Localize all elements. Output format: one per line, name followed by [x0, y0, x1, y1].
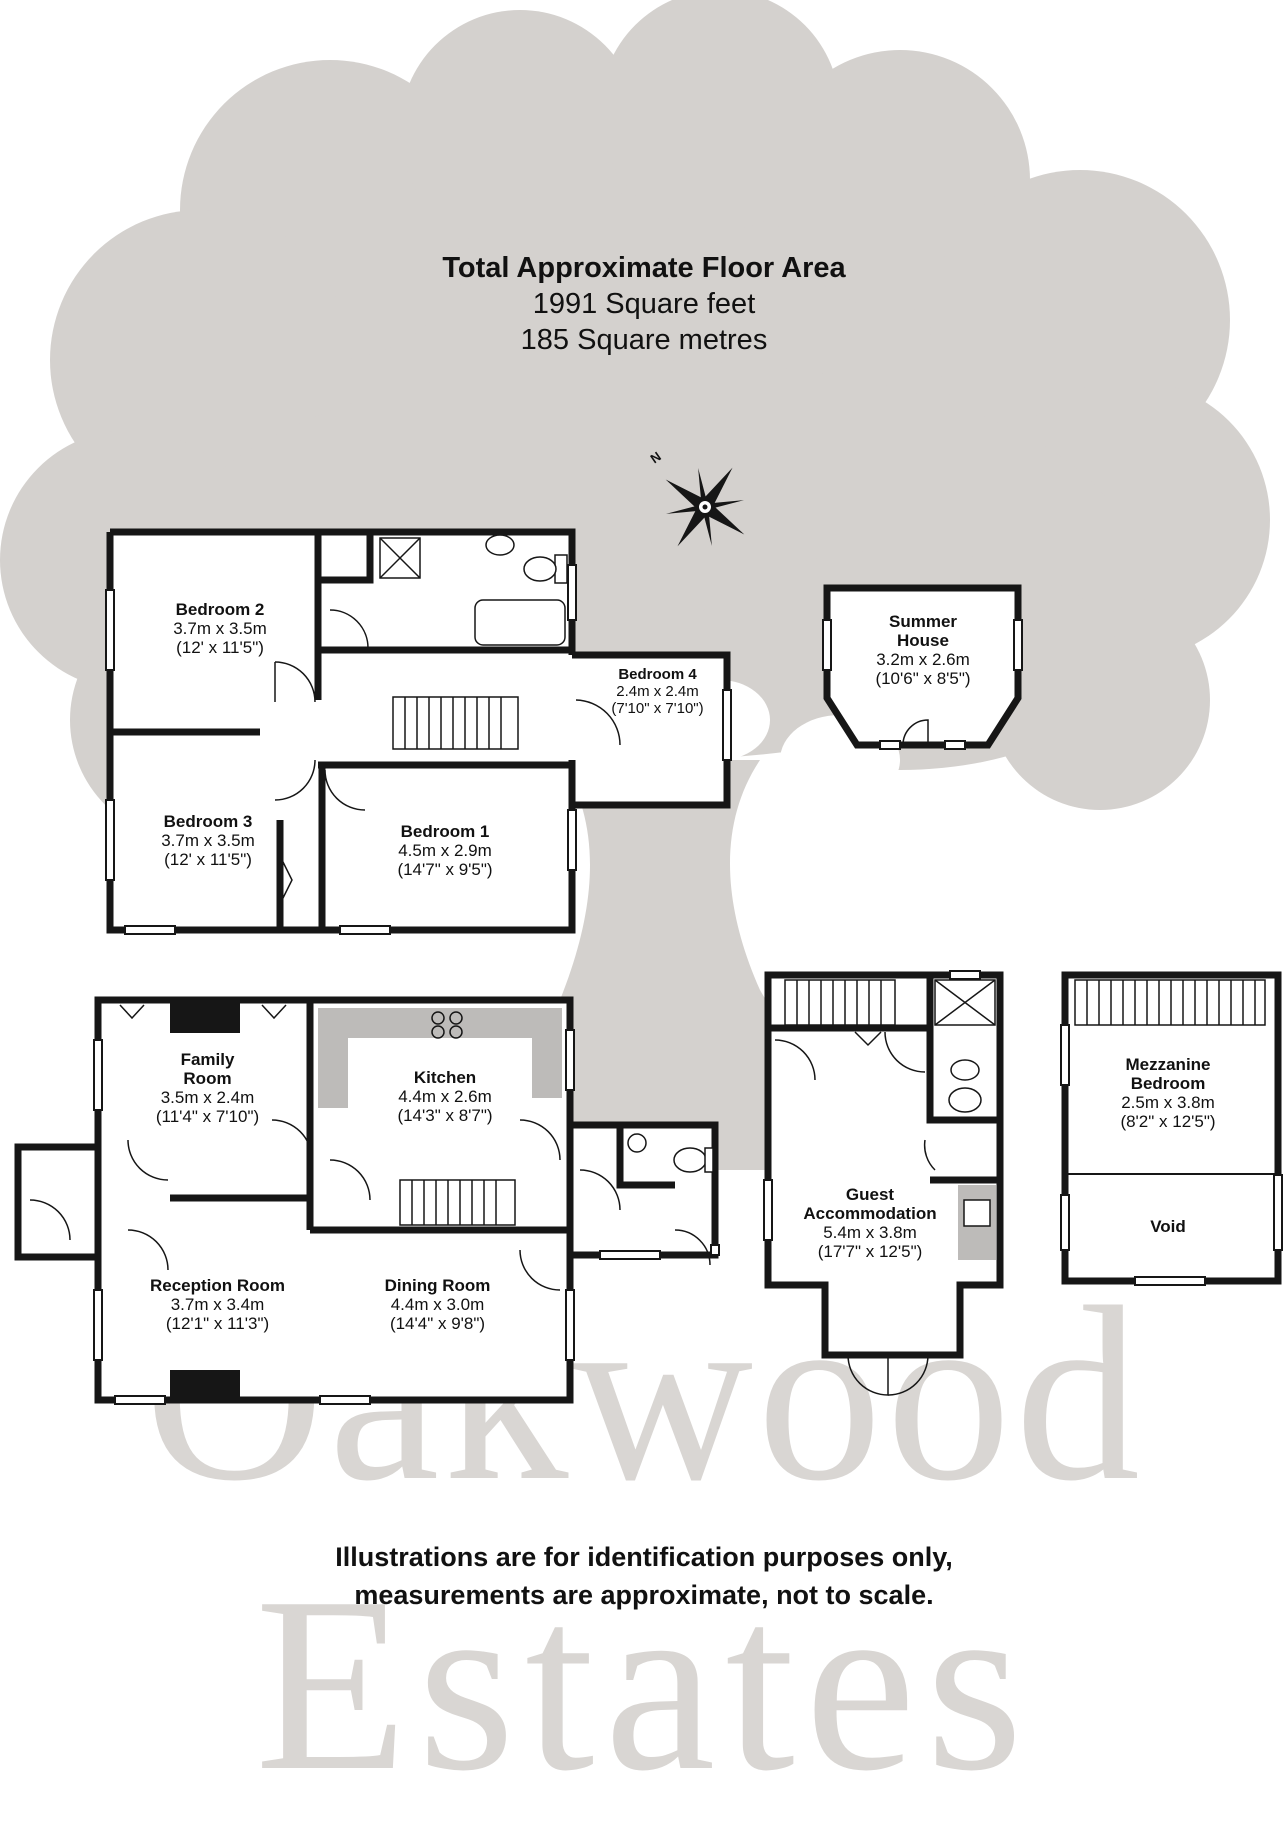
room-name: Reception Room	[149, 1276, 286, 1295]
room-metric: 4.4m x 2.6m	[398, 1087, 492, 1106]
room-metric: 3.2m x 2.6m	[876, 650, 970, 669]
room-imperial: (11'4" x 7'10")	[155, 1107, 260, 1126]
room-name: Bedroom 3	[163, 812, 253, 831]
room-label-bedroom-2: Bedroom 2 3.7m x 3.5m (12' x 11'5")	[150, 600, 290, 657]
room-label-bedroom-3: Bedroom 3 3.7m x 3.5m (12' x 11'5")	[138, 812, 278, 869]
room-name-line-1: Family	[180, 1050, 235, 1069]
room-label-reception-room: Reception Room 3.7m x 3.4m (12'1" x 11'3…	[125, 1276, 310, 1333]
room-label-dining-room: Dining Room 4.4m x 3.0m (14'4" x 9'8")	[365, 1276, 510, 1333]
room-name-line-1: Mezzanine	[1125, 1055, 1211, 1074]
room-metric: 5.4m x 3.8m	[823, 1223, 917, 1242]
room-name-line-1: Summer	[888, 612, 958, 631]
floor-area-summary: Total Approximate Floor Area 1991 Square…	[344, 250, 944, 358]
room-name: Void	[1150, 1217, 1186, 1236]
room-label-kitchen: Kitchen 4.4m x 2.6m (14'3" x 8'7")	[375, 1068, 515, 1125]
floor-area-title: Total Approximate Floor Area	[442, 252, 846, 284]
summer-house	[822, 584, 1023, 750]
room-name: Bedroom 1	[400, 822, 490, 841]
room-imperial: (14'3" x 8'7")	[397, 1106, 493, 1125]
room-imperial: (12' x 11'5")	[176, 638, 264, 657]
room-metric: 4.4m x 3.0m	[390, 1295, 485, 1314]
room-imperial: (8'2" x 12'5")	[1120, 1112, 1216, 1131]
room-name-line-1: Guest	[845, 1185, 895, 1204]
room-name: Kitchen	[413, 1068, 477, 1087]
room-imperial: (12' x 11'5")	[164, 850, 252, 869]
room-label-family-room: Family Room 3.5m x 2.4m (11'4" x 7'10")	[140, 1050, 275, 1126]
floor-area-sqft: 1991 Square feet	[532, 288, 756, 320]
room-metric: 2.4m x 2.4m	[616, 683, 699, 700]
room-name-line-2: Bedroom	[1130, 1074, 1206, 1093]
room-metric: 3.7m x 3.5m	[161, 831, 255, 850]
room-imperial: (7'10" x 7'10")	[611, 700, 704, 717]
room-imperial: (14'7" x 9'5")	[397, 860, 493, 879]
room-metric: 3.7m x 3.4m	[170, 1295, 265, 1314]
room-imperial: (17'7" x 12'5")	[817, 1242, 923, 1261]
guest-accommodation	[763, 970, 1004, 1396]
room-imperial: (12'1" x 11'3")	[165, 1314, 270, 1333]
room-name: Bedroom 4	[618, 666, 697, 683]
room-metric: 3.5m x 2.4m	[160, 1088, 255, 1107]
disclaimer-line-2: measurements are approximate, not to sca…	[354, 1580, 934, 1610]
room-imperial: (14'4" x 9'8")	[389, 1314, 486, 1333]
room-label-summer-house: Summer House 3.2m x 2.6m (10'6" x 8'5")	[858, 612, 988, 688]
room-label-guest-accommodation: Guest Accommodation 5.4m x 3.8m (17'7" x…	[780, 1185, 960, 1261]
room-metric: 4.5m x 2.9m	[398, 841, 492, 860]
room-name-line-2: House	[897, 631, 949, 650]
room-label-void: Void	[1128, 1217, 1208, 1236]
room-name: Dining Room	[384, 1276, 491, 1295]
room-metric: 3.7m x 3.5m	[173, 619, 267, 638]
room-name: Bedroom 2	[175, 600, 265, 619]
mezzanine	[1060, 971, 1283, 1286]
room-label-mezzanine-bedroom: Mezzanine Bedroom 2.5m x 3.8m (8'2" x 12…	[1098, 1055, 1238, 1131]
floor-area-sqm: 185 Square metres	[520, 324, 768, 356]
room-imperial: (10'6" x 8'5")	[875, 669, 971, 688]
room-label-bedroom-1: Bedroom 1 4.5m x 2.9m (14'7" x 9'5")	[370, 822, 520, 879]
room-name-line-2: Room	[183, 1069, 232, 1088]
disclaimer: Illustrations are for identification pur…	[100, 1538, 1188, 1614]
ground-floor	[14, 996, 720, 1405]
disclaimer-line-1: Illustrations are for identification pur…	[335, 1542, 953, 1572]
room-name-line-2: Accommodation	[803, 1204, 937, 1223]
compass-rose-icon	[665, 467, 745, 547]
room-metric: 2.5m x 3.8m	[1121, 1093, 1215, 1112]
upper-floor	[105, 528, 732, 935]
room-label-bedroom-4: Bedroom 4 2.4m x 2.4m (7'10" x 7'10")	[595, 666, 720, 717]
